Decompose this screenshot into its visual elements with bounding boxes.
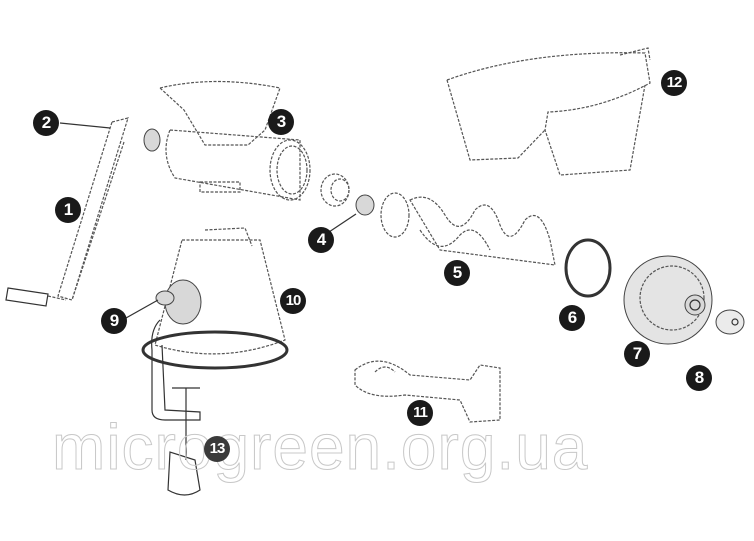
mounting-knob-drawing	[125, 279, 202, 325]
auger-drawing	[380, 192, 556, 266]
housing-drawing	[158, 80, 311, 201]
end-cap-drawing	[623, 255, 713, 345]
watermark-text: microgreen.org.ua	[51, 411, 589, 484]
sealing-ring-drawing	[564, 238, 612, 298]
callout-5: 5	[444, 260, 470, 286]
callout-10: 10	[280, 288, 306, 314]
callout-2: 2	[33, 110, 59, 136]
callout-3: 3	[268, 109, 294, 135]
callout-4: 4	[308, 227, 334, 253]
callout-9: 9	[101, 308, 127, 334]
callout-7: 7	[624, 341, 650, 367]
bushing-drawing	[320, 173, 375, 233]
nozzle-drawing	[715, 309, 745, 335]
base-stand-drawing	[141, 227, 289, 370]
wrench-drawing	[354, 360, 501, 423]
callout-12: 12	[661, 70, 687, 96]
juice-cup-drawing	[446, 47, 651, 176]
callout-8: 8	[686, 365, 712, 391]
callout-6: 6	[559, 305, 585, 331]
table-clamp-drawing	[151, 319, 201, 496]
callout-1: 1	[55, 197, 81, 223]
callout-13: 13	[204, 436, 230, 462]
callout-11: 11	[407, 400, 433, 426]
crank-handle-drawing	[5, 117, 161, 307]
